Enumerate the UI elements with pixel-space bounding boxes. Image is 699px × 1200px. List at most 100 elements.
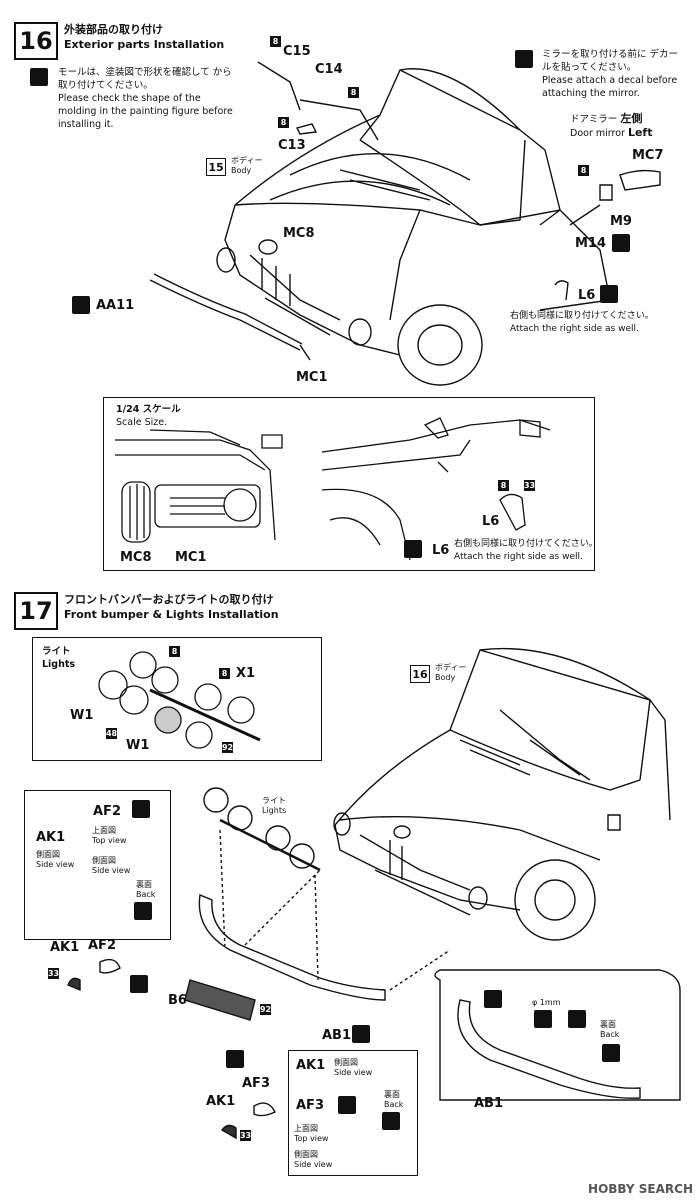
left-en: Left [627,126,653,139]
note-mirror: ミラーを取り付ける前に デカールを貼ってください。 Please attach … [542,48,682,100]
paint-brush-icon [612,234,630,252]
body-label-ja: ボディー [231,156,263,165]
step-17-title-ja: フロントバンパーおよびライトの取り付け [64,593,274,606]
box-side2-ja: 側面図 [294,1150,318,1159]
lights-ja: ライト [42,646,71,657]
door-mirror-label-en: Door mirror Left [570,126,652,140]
part-w1: W1 [70,708,94,723]
ak1-af3-detail-frame [288,1050,418,1176]
step-17-number: 17 [14,592,58,630]
part-m14: M14 [575,236,607,251]
part-ab1: AB1 [322,1028,352,1043]
lights-label: ライト Lights [42,645,75,671]
body-label: ボディー Body [231,156,262,176]
paint-brush-icon [600,285,618,303]
part-mc7: MC7 [632,148,664,163]
paint-brush-icon [404,540,422,558]
sprue-tag: 92 [221,742,234,753]
lights-en: Lights [42,659,76,670]
paint-brush-icon [30,68,48,86]
part-c15: C15 [283,44,311,59]
box-top-ja: 上面図 [294,1124,318,1133]
inset-part-mc8: MC8 [120,550,152,565]
scale-inset-frame [103,397,595,571]
sprue-tag: 33 [239,1130,252,1141]
side-en: Side view [36,860,75,869]
body-17-ja: ボディー [435,663,467,672]
back2-ja: 裏面 [600,1020,616,1029]
lights2-ja: ライト [262,796,286,805]
sprue-tag: 8 [278,117,289,128]
sprue-tag: 8 [270,36,281,47]
side-ja: 側面図 [36,850,60,859]
paint-brush-icon [515,50,533,68]
part-mc1: MC1 [296,370,328,385]
lights-label-2: ライト Lights [262,796,286,816]
door-mirror-ja: ドアミラー [570,114,618,125]
note-molding-en: Please check the shape of the molding in… [58,93,233,130]
back-label: 裏面 Back [136,880,155,900]
top-view-label: 上面図 Top view [92,826,126,846]
box-back-label: 裏面 Back [384,1090,403,1110]
ak1-af2-detail-frame [24,790,171,940]
step-16-title-ja: 外装部品の取り付け [64,23,163,36]
part-w1: W1 [126,738,150,753]
part-x1: X1 [236,666,256,681]
box-side-ja: 側面図 [334,1058,358,1067]
part-l6: L6 [578,288,596,303]
body-ref-15: 15 [206,158,226,176]
note-mirror-ja: ミラーを取り付ける前に デカールを貼ってください。 [542,49,679,73]
body-label-17: ボディー Body [435,663,466,683]
decal-icon [226,1050,244,1068]
glue-icon [602,1044,620,1062]
sprue-tag: 33 [47,968,60,979]
back2-en: Back [600,1030,620,1039]
box-back-ja: 裏面 [384,1090,400,1099]
step-16-title-en: Exterior parts Installation [64,38,225,51]
detail-af2: AF2 [93,804,121,819]
body-ref-16: 16 [410,665,430,683]
note-molding: モールは、塗装図で形状を確認して から取り付けてください。 Please che… [58,66,238,131]
part-ak1-lower: AK1 [206,1094,236,1109]
box-top-en: Top view [294,1134,329,1143]
decal-icon [352,1025,370,1043]
step-17-title: フロントバンパーおよびライトの取り付け Front bumper & Light… [64,592,279,622]
drill-size: φ 1mm [532,998,561,1007]
note-same-right-en: Attach the right side as well. [510,324,639,334]
sprue-tag: 8 [498,480,509,491]
back-label-2: 裏面 Back [600,1020,619,1040]
inset-note-en: Attach the right side as well. [454,552,583,562]
body-label-en: Body [231,166,252,175]
sprue-tag: 8 [169,646,180,657]
box-top-label: 上面図 Top view [294,1124,328,1144]
paint-brush-icon [132,800,150,818]
lights-inset-frame [32,637,322,761]
body-17-en: Body [435,673,456,682]
sprue-tag: 8 [219,668,230,679]
decal-icon [130,975,148,993]
sprue-tag: 92 [259,1004,272,1015]
sprue-tag: 48 [105,728,118,739]
glue-icon [568,1010,586,1028]
box-back-en: Back [384,1100,404,1109]
top-en: Top view [92,836,127,845]
scale-label: 1/24 スケール Scale Size. [116,403,181,429]
box-side2-en: Side view [294,1160,333,1169]
inset-part-mc1: MC1 [175,550,207,565]
box-side-en: Side view [334,1068,373,1077]
part-aa11: AA11 [96,298,135,313]
back-en: Back [136,890,156,899]
watermark: HOBBY SEARCH [588,1182,693,1196]
paint-brush-icon [338,1096,356,1114]
inset-part-l6: L6 [482,514,500,529]
side2-ja: 側面図 [92,856,116,865]
top-ja: 上面図 [92,826,116,835]
side-view-label-2: 側面図 Side view [92,856,130,876]
inset-note-ja: 右側も同様に取り付けてください。 [454,539,598,549]
side-view-label: 側面図 Side view [36,850,74,870]
step-16-title: 外装部品の取り付け Exterior parts Installation [64,22,224,52]
note-same-right: 右側も同様に取り付けてください。 Attach the right side a… [510,310,690,336]
